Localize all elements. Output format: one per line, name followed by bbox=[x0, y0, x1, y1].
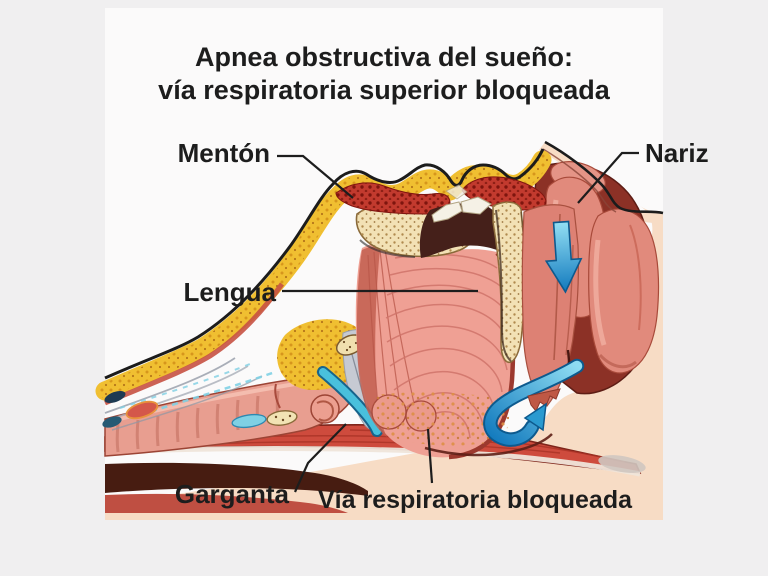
maxilla-palate bbox=[492, 201, 526, 364]
leader-line-via-respiratoria bbox=[426, 428, 434, 484]
vessel-line bbox=[129, 370, 276, 420]
nose-skin-outline bbox=[544, 140, 664, 215]
label-via-respiratoria: Vía respiratoria bloqueada bbox=[318, 486, 633, 514]
blocked-contact-crease bbox=[424, 433, 553, 457]
esophagus bbox=[105, 462, 368, 513]
label-garganta: Garganta bbox=[175, 479, 290, 509]
epiglottis-fold bbox=[310, 394, 340, 424]
upper-incisor-tooth bbox=[460, 196, 492, 215]
vein-cross-section bbox=[104, 390, 126, 404]
leader-line-garganta bbox=[293, 423, 347, 493]
chin-cross-section bbox=[335, 176, 547, 258]
tongue bbox=[355, 239, 553, 460]
label-menton: Mentón bbox=[178, 138, 270, 168]
leader-line-menton bbox=[277, 154, 354, 199]
lower-incisor-tooth bbox=[431, 201, 463, 223]
blocked-airflow-arrow-icon bbox=[483, 358, 585, 447]
label-nariz: Nariz bbox=[645, 138, 709, 168]
muscle-cross-section bbox=[125, 400, 159, 420]
cartilage-capsule bbox=[266, 410, 298, 426]
diagram-title-line2: vía respiratoria superior bloqueada bbox=[158, 75, 611, 105]
airflow-down-arrow-icon bbox=[544, 220, 583, 294]
diagram-title-line1: Apnea obstructiva del sueño: bbox=[195, 42, 573, 72]
nasal-concha-large bbox=[588, 208, 660, 374]
label-lengua: Lengua bbox=[184, 277, 277, 307]
vessel-capsule bbox=[231, 413, 267, 429]
leader-line-nariz bbox=[577, 151, 639, 204]
face-profile-outline bbox=[104, 148, 545, 380]
